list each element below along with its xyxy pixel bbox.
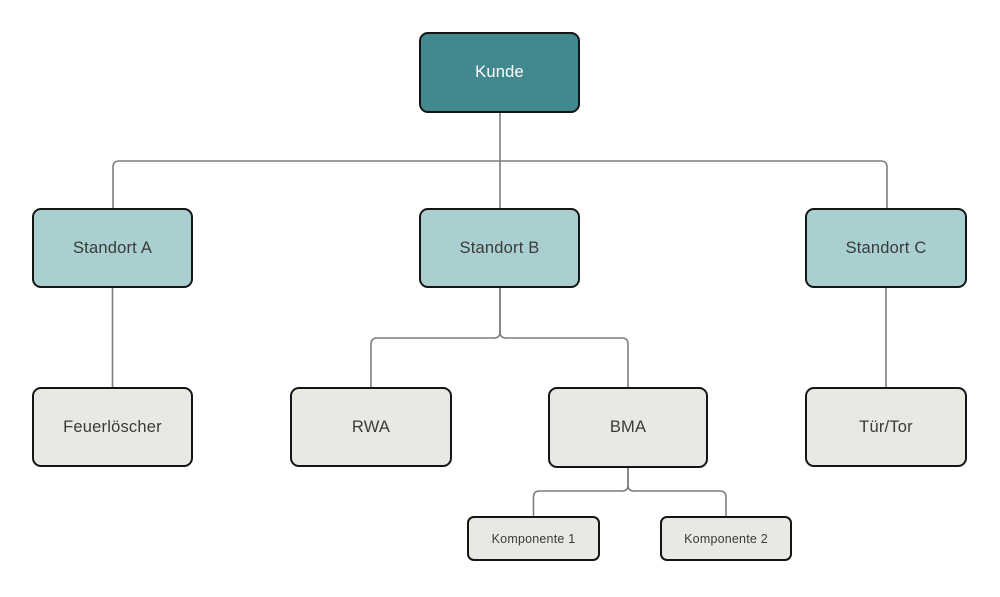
node-tuer-tor: Tür/Tor bbox=[805, 387, 967, 467]
edge-standort-b-rwa bbox=[370, 288, 501, 387]
node-komponente-1-label: Komponente 1 bbox=[491, 531, 576, 546]
node-standort-b: Standort B bbox=[419, 208, 580, 288]
node-standort-c-label: Standort C bbox=[845, 238, 927, 257]
node-kunde: Kunde bbox=[419, 32, 580, 113]
node-standort-a-label: Standort A bbox=[72, 238, 153, 257]
node-rwa: RWA bbox=[290, 387, 452, 467]
edge-kunde-standort-a-c-rail bbox=[112, 160, 888, 208]
node-standort-c: Standort C bbox=[805, 208, 967, 288]
node-kunde-label: Kunde bbox=[475, 63, 524, 81]
node-bma-label: BMA bbox=[609, 418, 647, 436]
node-feuerloescher-label: Feuerlöscher bbox=[63, 417, 162, 436]
edge-bma-komponente-2 bbox=[627, 468, 727, 516]
node-komponente-2-label: Komponente 2 bbox=[684, 531, 768, 546]
edge-standort-b-bma bbox=[499, 288, 629, 387]
edge-bma-komponente-1 bbox=[532, 468, 629, 516]
node-komponente-2: Komponente 2 bbox=[660, 516, 792, 561]
node-standort-b-label: Standort B bbox=[459, 238, 540, 257]
node-feuerloescher: Feuerlöscher bbox=[32, 387, 193, 467]
node-rwa-label: RWA bbox=[351, 417, 391, 436]
node-standort-a: Standort A bbox=[32, 208, 193, 288]
node-tuer-tor-label: Tür/Tor bbox=[859, 417, 913, 436]
node-bma: BMA bbox=[548, 387, 708, 468]
node-komponente-1: Komponente 1 bbox=[467, 516, 600, 561]
